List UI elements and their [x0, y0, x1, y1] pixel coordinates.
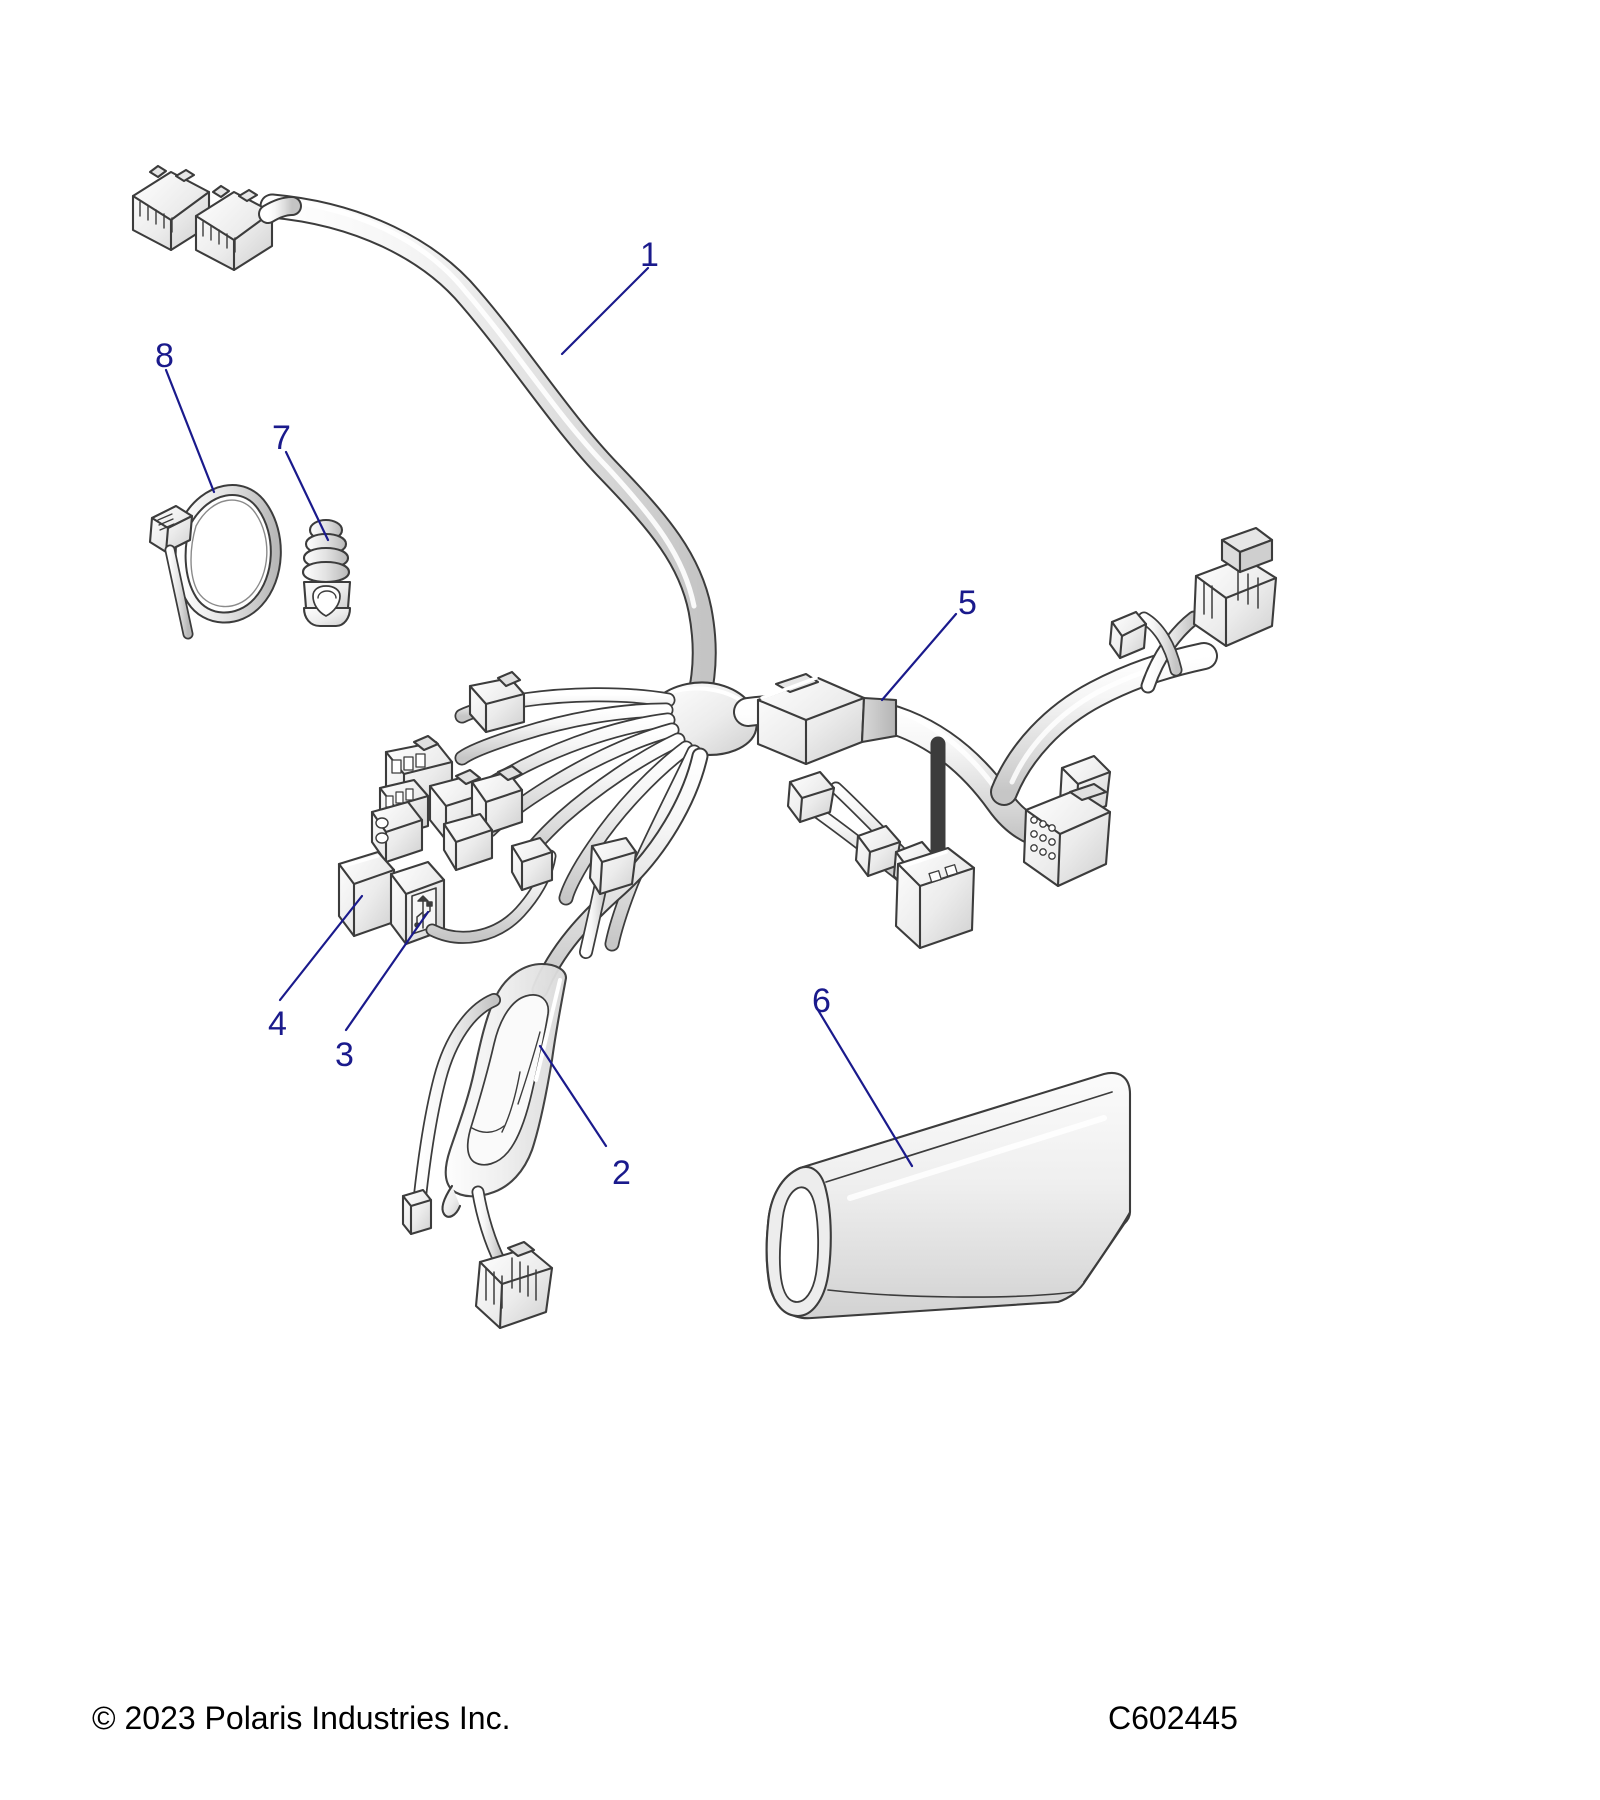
leader-line-5 [880, 612, 958, 702]
drawing-number: C602445 [1108, 1700, 1238, 1736]
part-8-cable-tie [148, 484, 282, 640]
leader-line-2 [538, 1044, 608, 1148]
callout-5[interactable]: 5 [958, 584, 977, 622]
connector-top-right-main [1192, 526, 1278, 648]
leader-line-3 [344, 910, 430, 1032]
clip-fir-tree-shaft [301, 518, 351, 584]
callout-3[interactable]: 3 [335, 1036, 354, 1074]
leader-line-1 [560, 266, 650, 356]
connector-small-b [442, 812, 494, 872]
part-2-protective-boot [401, 836, 638, 1330]
callout-4[interactable]: 4 [268, 1005, 287, 1043]
left-connector-cluster [337, 670, 557, 946]
callout-2[interactable]: 2 [612, 1154, 631, 1192]
leader-line-7 [284, 450, 330, 542]
connector-multipin-bottom [474, 1240, 554, 1330]
connector-small-a [468, 670, 526, 734]
part-1-main-harness [131, 164, 717, 725]
usb-trident-icon [414, 895, 433, 929]
mid-right-branch [786, 736, 976, 950]
part-7-push-in-clip [301, 518, 352, 628]
connector-pair-top-left [131, 164, 302, 272]
right-harness-end [990, 526, 1278, 888]
connector-diag-a [786, 770, 836, 824]
leader-line-6 [816, 1008, 914, 1168]
connector-bullet [1108, 610, 1148, 660]
callout-7[interactable]: 7 [272, 419, 291, 457]
connector-small-c [510, 836, 554, 892]
callout-6[interactable]: 6 [812, 982, 831, 1020]
part-4-relay-connector-block [337, 850, 396, 938]
part-5-inline-connector-housing [756, 672, 898, 766]
leader-line-4 [278, 894, 364, 1002]
connector-lower-right-dsub [1022, 782, 1112, 888]
part-6-harness-cover-shroud [765, 1072, 1132, 1320]
callout-8[interactable]: 8 [155, 337, 174, 375]
copyright-notice: © 2023 Polaris Industries Inc. [92, 1700, 511, 1736]
relay-box-bottom [894, 846, 976, 950]
callout-1[interactable]: 1 [640, 236, 659, 274]
connector-round-cavity [370, 800, 424, 864]
leader-line-8 [164, 368, 216, 494]
